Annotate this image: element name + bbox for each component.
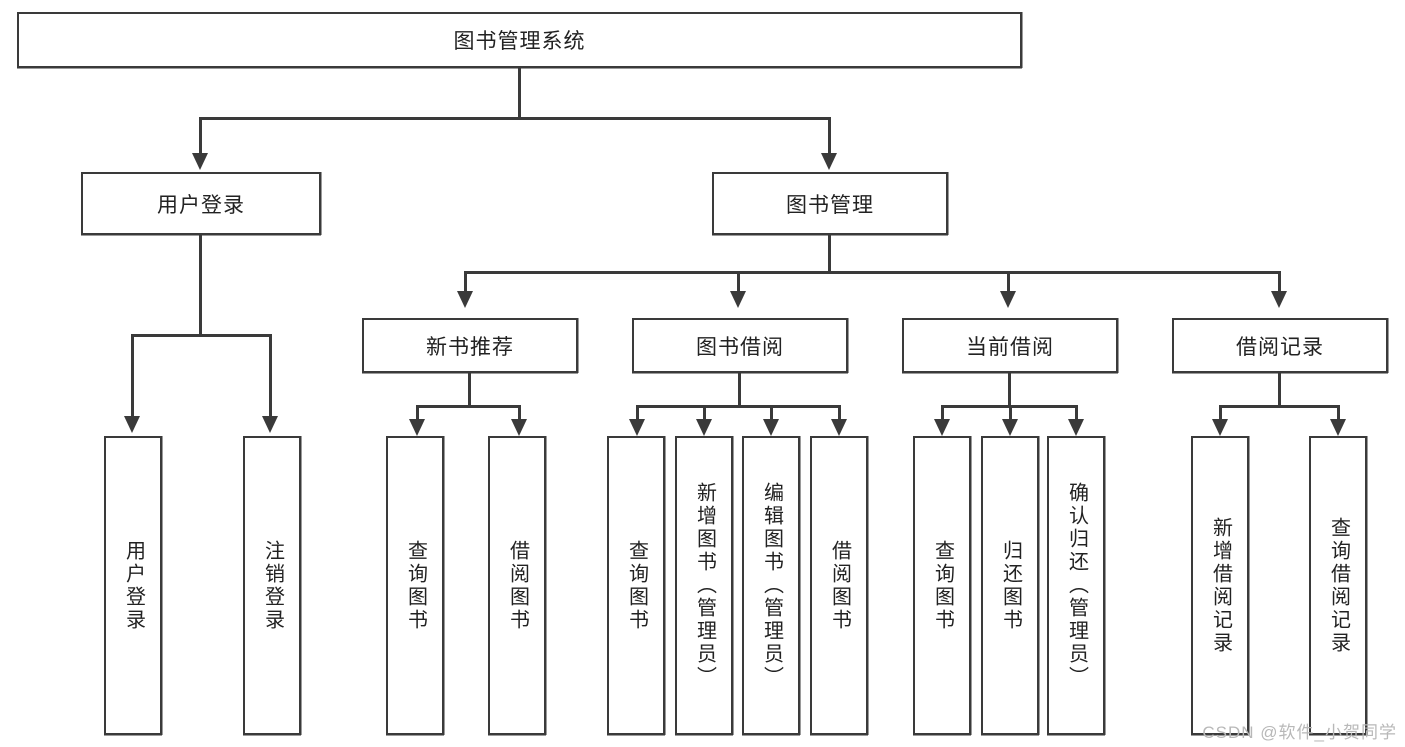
connector-book-borrow-leaf-1 — [636, 405, 639, 421]
leaf-new-book-recommend-1[interactable]: 查询图书 — [386, 436, 444, 735]
arrow-user-login-leaf-2 — [262, 416, 278, 433]
leaf-current-borrow-2[interactable]: 归还图书 — [981, 436, 1039, 735]
connector-book-management-bar — [464, 271, 1281, 274]
connector-book-borrow-leaf-4 — [838, 405, 841, 421]
arrow-bm-to-borrow-record — [1271, 291, 1287, 308]
node-label: 查询借阅记录 — [1327, 516, 1350, 655]
connector-borrow-record-bar — [1219, 405, 1339, 408]
node-label: 确认归还（管理员） — [1065, 482, 1088, 689]
connector-root-to-user-login — [199, 117, 202, 155]
node-label: 新增借阅记录 — [1209, 516, 1232, 655]
arrow-root-to-book-management — [821, 153, 837, 170]
connector-bm-to-new-book — [464, 271, 467, 293]
node-root-book-management-system[interactable]: 图书管理系统 — [17, 12, 1022, 68]
node-new-book-recommend[interactable]: 新书推荐 — [362, 318, 578, 373]
connector-book-borrow-leaf-2 — [703, 405, 706, 421]
connector-root-to-book-management — [828, 117, 831, 155]
node-label: 归还图书 — [999, 539, 1022, 632]
arrow-current-borrow-leaf-1 — [934, 419, 950, 436]
node-label: 借阅图书 — [828, 539, 851, 632]
arrow-book-borrow-leaf-3 — [763, 419, 779, 436]
leaf-current-borrow-1[interactable]: 查询图书 — [913, 436, 971, 735]
connector-bm-to-current-borrow — [1007, 271, 1010, 293]
connector-user-login-stem — [199, 235, 202, 336]
connector-bm-to-borrow-record — [1278, 271, 1281, 293]
connector-user-login-bar — [131, 334, 271, 337]
arrow-borrow-record-leaf-2 — [1330, 419, 1346, 436]
node-label: 图书管理 — [786, 193, 874, 217]
connector-current-borrow-leaf-2 — [1009, 405, 1012, 421]
connector-new-book-leaf-1 — [416, 405, 419, 421]
node-label: 注销登录 — [261, 539, 284, 632]
arrow-bm-to-current-borrow — [1000, 291, 1016, 308]
node-book-borrow[interactable]: 图书借阅 — [632, 318, 848, 373]
node-book-management[interactable]: 图书管理 — [712, 172, 948, 235]
arrow-borrow-record-leaf-1 — [1212, 419, 1228, 436]
leaf-user-login-2[interactable]: 注销登录 — [243, 436, 301, 735]
node-label: 当前借阅 — [966, 335, 1054, 359]
connector-book-borrow-leaf-3 — [770, 405, 773, 421]
node-label: 查询图书 — [931, 539, 954, 632]
connector-user-login-right — [269, 334, 272, 418]
node-label: 查询图书 — [404, 539, 427, 632]
node-label: 借阅图书 — [506, 539, 529, 632]
leaf-book-borrow-2[interactable]: 新增图书（管理员） — [675, 436, 733, 735]
node-label: 图书借阅 — [696, 335, 784, 359]
node-label: 图书管理系统 — [453, 30, 586, 53]
arrow-book-borrow-leaf-1 — [629, 419, 645, 436]
arrow-new-book-leaf-2 — [511, 419, 527, 436]
arrow-new-book-leaf-1 — [409, 419, 425, 436]
connector-new-book-stem — [468, 373, 471, 407]
node-label: 新书推荐 — [426, 335, 514, 359]
arrow-book-borrow-leaf-2 — [696, 419, 712, 436]
leaf-new-book-recommend-2[interactable]: 借阅图书 — [488, 436, 546, 735]
leaf-book-borrow-4[interactable]: 借阅图书 — [810, 436, 868, 735]
arrow-user-login-leaf-1 — [124, 416, 140, 433]
node-label: 编辑图书（管理员） — [760, 482, 783, 689]
connector-current-borrow-leaf-1 — [941, 405, 944, 421]
node-label: 借阅记录 — [1236, 335, 1324, 359]
connector-borrow-record-stem — [1278, 373, 1281, 407]
arrow-bm-to-new-book-recommend — [457, 291, 473, 308]
arrow-book-borrow-leaf-4 — [831, 419, 847, 436]
connector-borrow-record-leaf-2 — [1337, 405, 1340, 421]
arrow-bm-to-book-borrow — [730, 291, 746, 308]
node-label: 用户登录 — [157, 193, 245, 217]
watermark: CSDN @软件_小贺同学 — [1202, 723, 1397, 742]
arrow-current-borrow-leaf-2 — [1002, 419, 1018, 436]
node-label: 查询图书 — [625, 539, 648, 632]
leaf-book-borrow-3[interactable]: 编辑图书（管理员） — [742, 436, 800, 735]
connector-bm-to-book-borrow — [737, 271, 740, 293]
leaf-book-borrow-1[interactable]: 查询图书 — [607, 436, 665, 735]
leaf-borrow-record-2[interactable]: 查询借阅记录 — [1309, 436, 1367, 735]
connector-user-login-left — [131, 334, 134, 418]
arrow-root-to-user-login — [192, 153, 208, 170]
leaf-user-login-1[interactable]: 用户登录 — [104, 436, 162, 735]
connector-root-stem — [518, 68, 521, 118]
leaf-current-borrow-3[interactable]: 确认归还（管理员） — [1047, 436, 1105, 735]
connector-book-borrow-bar — [636, 405, 841, 408]
node-label: 用户登录 — [122, 539, 145, 632]
arrow-current-borrow-leaf-3 — [1068, 419, 1084, 436]
node-user-login[interactable]: 用户登录 — [81, 172, 321, 235]
connector-borrow-record-leaf-1 — [1219, 405, 1222, 421]
connector-current-borrow-leaf-3 — [1075, 405, 1078, 421]
connector-new-book-bar — [416, 405, 521, 408]
connector-book-borrow-stem — [738, 373, 741, 407]
leaf-borrow-record-1[interactable]: 新增借阅记录 — [1191, 436, 1249, 735]
connector-root-bar — [199, 117, 831, 120]
connector-new-book-leaf-2 — [518, 405, 521, 421]
node-current-borrow[interactable]: 当前借阅 — [902, 318, 1118, 373]
node-label: 新增图书（管理员） — [693, 482, 716, 689]
node-borrow-record[interactable]: 借阅记录 — [1172, 318, 1388, 373]
connector-book-management-stem — [828, 235, 831, 273]
connector-current-borrow-stem — [1008, 373, 1011, 407]
